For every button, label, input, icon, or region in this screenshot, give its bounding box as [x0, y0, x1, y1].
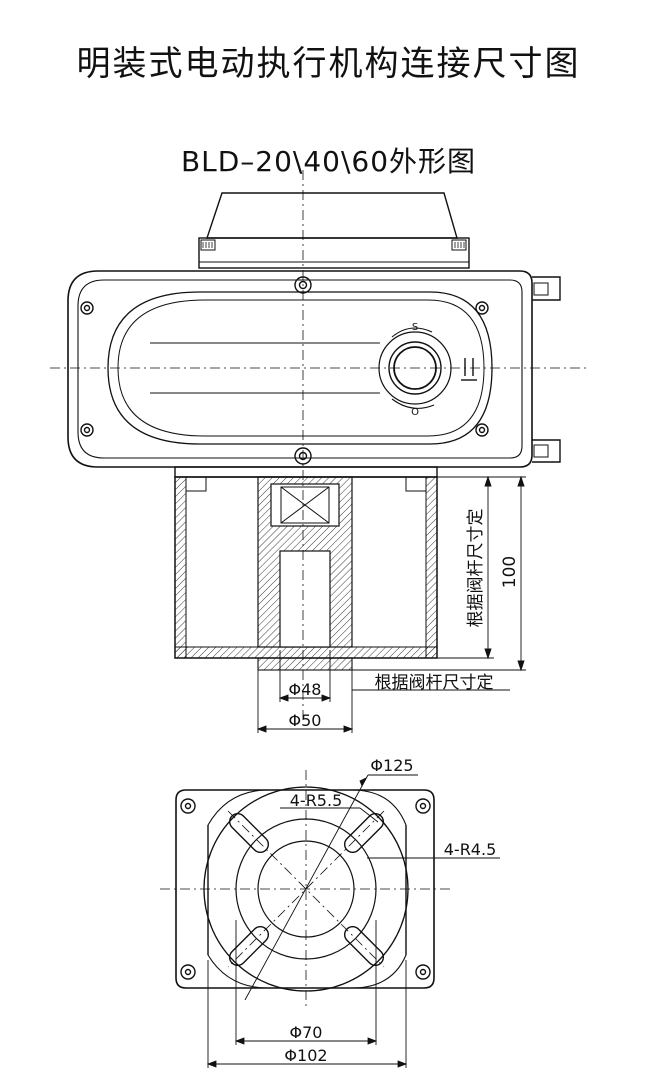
- dim-d102: Φ102: [284, 1046, 327, 1065]
- flange-bottom-view: [160, 770, 500, 1068]
- dim-4-r5-5: 4-R5.5: [290, 791, 343, 810]
- drawing-subtitle: BLD–20\40\60外形图: [180, 145, 477, 178]
- side-dimensions: [256, 475, 526, 733]
- dim-d50: Φ50: [289, 711, 322, 730]
- stem-note-horizontal: 根据阀杆尺寸定: [375, 673, 494, 693]
- top-cover: [198, 192, 470, 269]
- switch-bottom-mark: O: [411, 407, 419, 418]
- main-housing: [67, 270, 561, 468]
- dim-4-r4-5: 4-R4.5: [444, 840, 497, 859]
- dim-d48: Φ48: [289, 680, 322, 699]
- height-dimension: 100: [500, 556, 520, 588]
- mounting-bracket: [174, 466, 438, 671]
- switch-top-mark: S: [412, 322, 418, 333]
- page-title: 明装式电动执行机构连接尺寸图: [76, 44, 581, 84]
- actuator-side-view: [50, 170, 590, 733]
- center-lines: [50, 170, 590, 720]
- dim-d125: Φ125: [370, 756, 413, 775]
- stem-note-vertical: 根据阀杆尺寸定: [466, 509, 486, 628]
- dim-d70: Φ70: [290, 1023, 323, 1042]
